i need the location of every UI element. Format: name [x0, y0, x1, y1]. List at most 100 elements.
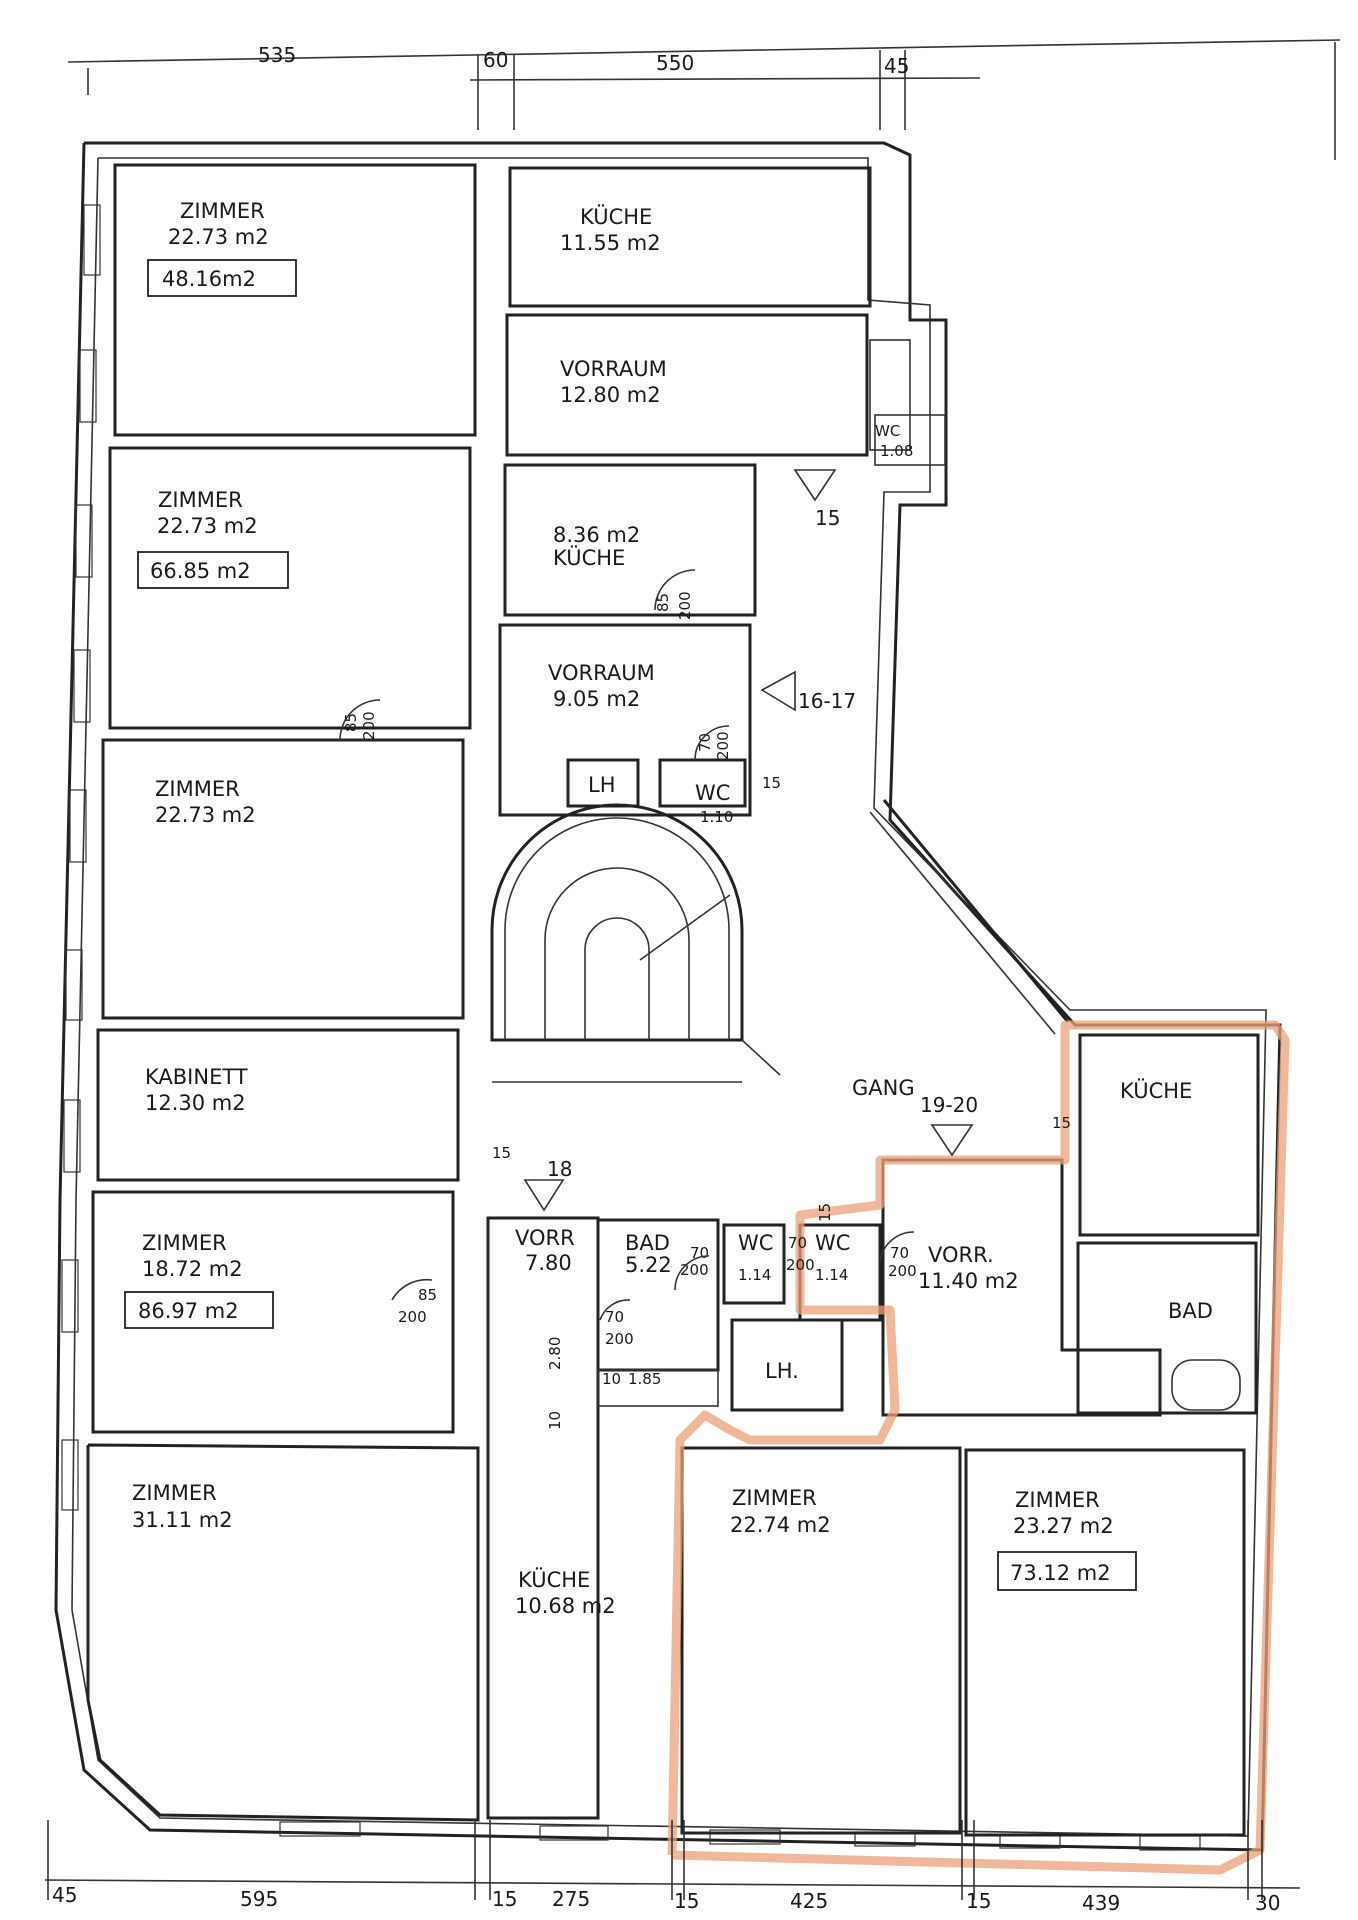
dim-185: 1.85: [628, 1370, 661, 1388]
room-6-name: KÜCHE: [553, 545, 625, 570]
room-2-name: KÜCHE: [580, 204, 652, 229]
door-8-width: 70: [788, 1234, 807, 1252]
room-19-area: 11.40 m2: [918, 1269, 1019, 1293]
door-1-width: 85: [654, 593, 672, 612]
room-11-name: KABINETT: [145, 1065, 248, 1089]
marker-1: 15: [815, 506, 840, 530]
dim-bottom-8: 439: [1082, 1891, 1120, 1915]
door-3-width: 70: [696, 733, 714, 752]
room-8-name: LH: [588, 773, 616, 797]
marker-6: 15: [762, 774, 781, 792]
room-17-area: 1.14: [738, 1266, 771, 1284]
room-25-name: ZIMMER: [1015, 1488, 1100, 1512]
marker-8: 15: [816, 1203, 834, 1222]
door-4-width: 85: [418, 1286, 437, 1304]
dim-bottom-6: 425: [790, 1889, 828, 1913]
door-1-height: 200: [676, 591, 694, 620]
room-7-name: VORRAUM: [548, 661, 655, 685]
room-15-area: 7.80: [525, 1251, 572, 1275]
room-1-total-box: [147, 259, 297, 297]
room-24-area: 22.74 m2: [730, 1513, 831, 1537]
room-7-area: 9.05 m2: [553, 687, 640, 711]
dim-bottom-1: 45: [52, 1883, 77, 1907]
dim-top-3: 550: [656, 51, 694, 75]
highlighted-unit-outline: [667, 1020, 1290, 1875]
room-5-name: ZIMMER: [158, 488, 243, 512]
dim-bottom-4: 275: [552, 1887, 590, 1911]
room-19-name: VORR.: [928, 1243, 994, 1267]
door-annotations: 85 200 85 200 70 200 85 200 70 200 70 20…: [342, 591, 917, 1430]
door-8-height: 200: [786, 1256, 815, 1274]
marker-5: 15: [1052, 1114, 1071, 1132]
room-3-name: VORRAUM: [560, 357, 667, 381]
room-16-name: BAD: [625, 1231, 670, 1255]
room-6-area: 8.36 m2: [553, 523, 640, 547]
door-6-height: 200: [605, 1330, 634, 1348]
room-16-area: 5.22: [625, 1253, 672, 1277]
dim-280: 2.80: [546, 1337, 564, 1370]
door-5-width: 70: [690, 1244, 709, 1262]
dim-bottom-3: 15: [492, 1887, 517, 1911]
room-9-name: WC: [695, 781, 730, 805]
room-23-name: BAD: [1168, 1299, 1213, 1323]
door-3-height: 200: [714, 731, 732, 760]
room-5-total-box: [137, 551, 289, 589]
dim-top-1: 535: [258, 43, 296, 67]
room-13-name: ZIMMER: [132, 1481, 217, 1505]
room-12-area: 18.72 m2: [142, 1257, 243, 1281]
room-15-name: VORR: [515, 1226, 575, 1250]
door-7-width: 70: [890, 1244, 909, 1262]
room-14-name: GANG: [852, 1076, 915, 1100]
room-17-name: WC: [738, 1231, 773, 1255]
room-3-area: 12.80 m2: [560, 383, 661, 407]
room-18-name: WC: [815, 1231, 850, 1255]
room-outlines: [86, 163, 1260, 1837]
room-12-name: ZIMMER: [142, 1231, 227, 1255]
left-windows: [61, 204, 101, 1511]
room-25-area: 23.27 m2: [1013, 1514, 1114, 1538]
room-5-area: 22.73 m2: [157, 514, 258, 538]
room-20-name: LH.: [765, 1359, 799, 1383]
marker-3: 18: [547, 1157, 572, 1181]
room-11-area: 12.30 m2: [145, 1091, 246, 1115]
room-2-area: 11.55 m2: [560, 231, 661, 255]
dim-top-2: 60: [483, 48, 508, 72]
dim-bottom-9: 30: [1255, 1891, 1280, 1915]
marker-2: 16-17: [798, 689, 856, 713]
room-9-area: 1.10: [700, 808, 733, 826]
room-4-area: 1.08: [880, 442, 913, 460]
room-18-area: 1.14: [815, 1266, 848, 1284]
top-dimension-chain: 535 60 550 45: [67, 39, 1341, 160]
dim-bottom-7: 15: [966, 1889, 991, 1913]
room-25-total-box: [997, 1551, 1137, 1591]
room-22-name: KÜCHE: [1120, 1078, 1192, 1103]
room-10-name: ZIMMER: [155, 777, 240, 801]
room-12-total-box: [124, 1291, 274, 1329]
door-4-height: 200: [398, 1308, 427, 1326]
room-25-total: 73.12 m2: [1010, 1561, 1111, 1585]
dim-bottom-2: 595: [240, 1887, 278, 1911]
marker-7: 15: [492, 1144, 511, 1162]
door-6-width: 70: [605, 1308, 624, 1326]
room-4-name: WC: [875, 422, 900, 440]
outer-walls: [54, 141, 1282, 1852]
level-markers: 15 16-17 18 19-20 15 15 15 15: [492, 469, 1071, 1222]
room-1-area: 22.73 m2: [168, 225, 269, 249]
door-7-height: 200: [888, 1262, 917, 1280]
dim-10-vertical: 10: [546, 1411, 564, 1430]
dim-10: 10: [602, 1370, 621, 1388]
door-5-height: 200: [680, 1261, 709, 1279]
room-1-name: ZIMMER: [180, 199, 265, 223]
room-1-total: 48.16m2: [162, 267, 256, 291]
dim-bottom-5: 15: [674, 1889, 699, 1913]
room-10-area: 22.73 m2: [155, 803, 256, 827]
room-13-area: 31.11 m2: [132, 1508, 233, 1532]
dim-top-4: 45: [884, 54, 909, 78]
bottom-dimension-chain: 45 595 15 275 15 425 15 439 30: [44, 1820, 1301, 1915]
marker-4: 19-20: [920, 1093, 978, 1117]
room-21-area: 10.68 m2: [515, 1594, 616, 1618]
door-2-height: 200: [360, 711, 378, 740]
room-5-total: 66.85 m2: [150, 559, 251, 583]
room-12-total: 86.97 m2: [138, 1299, 239, 1323]
